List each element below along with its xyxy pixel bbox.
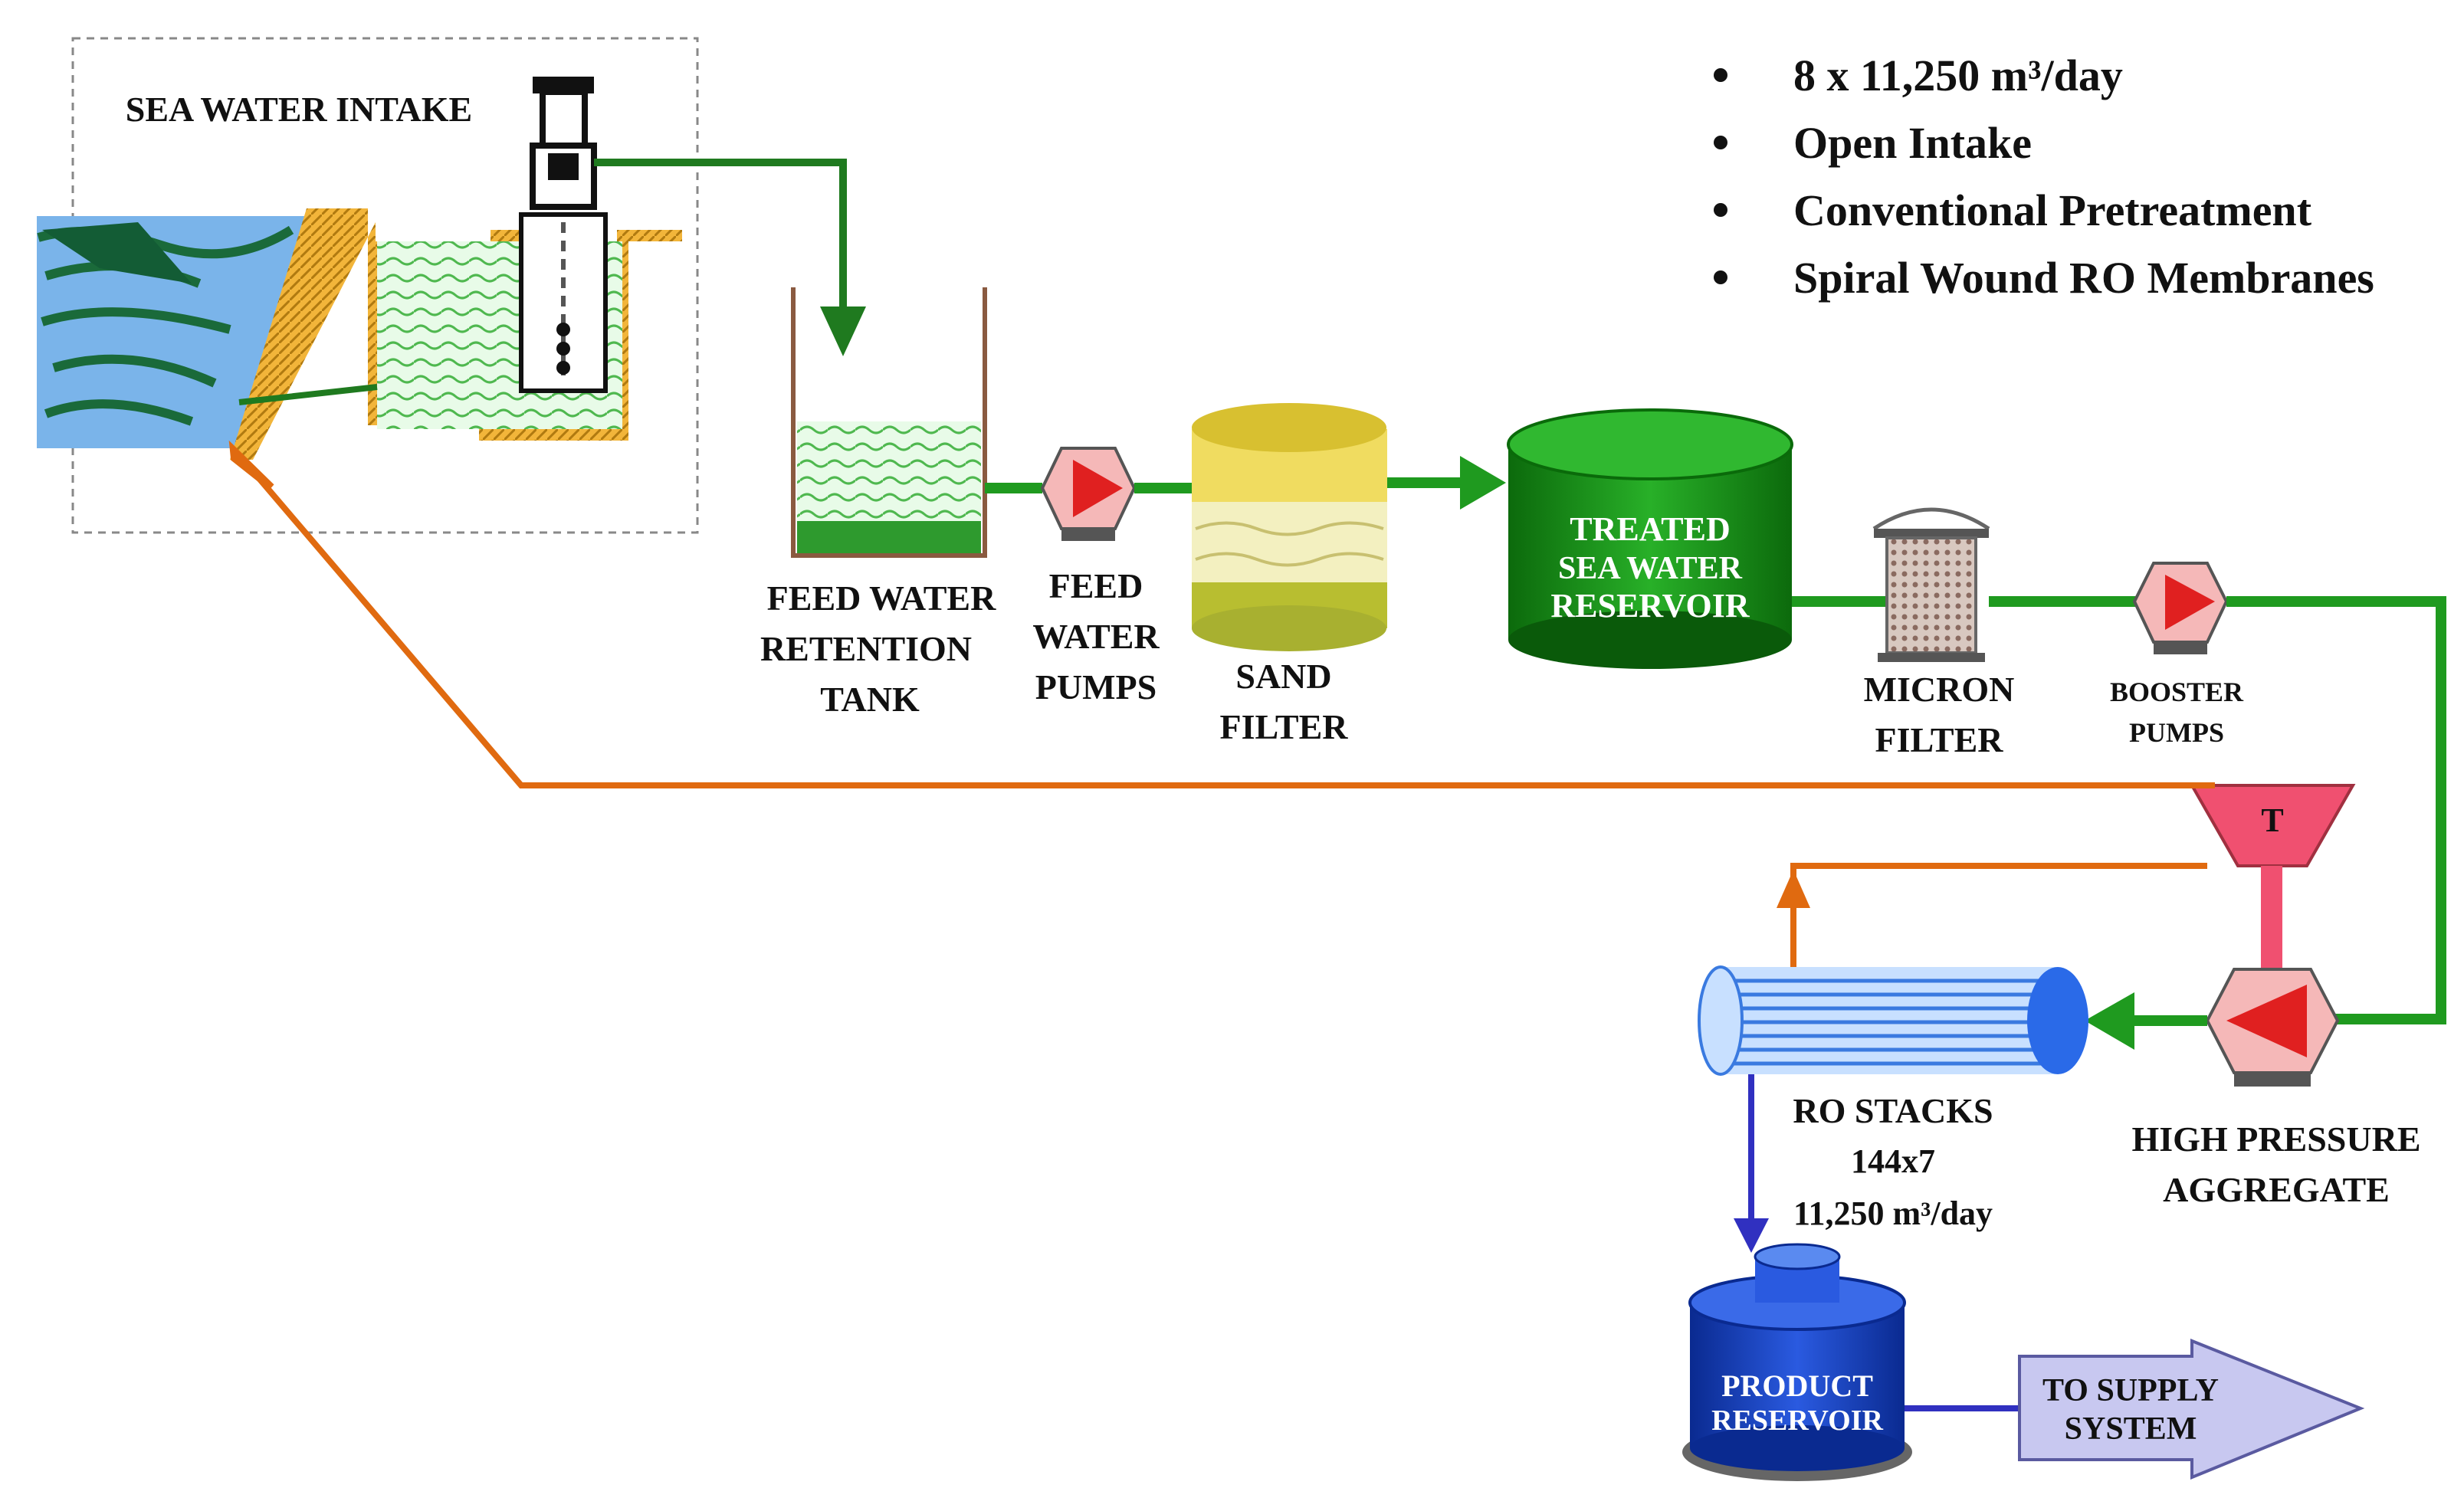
tank-sediment bbox=[797, 521, 981, 553]
arrow-icon bbox=[1734, 1218, 1769, 1253]
membrane-icon bbox=[1698, 965, 2088, 1076]
booster-pumps: BOOSTER PUMPS bbox=[2110, 562, 2244, 748]
ro-stacks-label-2: 144x7 bbox=[1851, 1142, 1935, 1180]
product-reservoir: PRODUCT RESERVOIR bbox=[1682, 1243, 1912, 1481]
to-supply-label-2: SYSTEM bbox=[2065, 1411, 2197, 1447]
bullet-capacity: 8 x 11,250 m³/day bbox=[1793, 51, 2123, 100]
product-reservoir-label-1: PRODUCT bbox=[1721, 1369, 1873, 1403]
reservoir-label-3: RESERVOIR bbox=[1550, 587, 1750, 624]
tank-icon bbox=[1682, 1243, 1912, 1481]
ro-stacks-label-1: RO STACKS bbox=[1793, 1091, 1993, 1130]
sea bbox=[37, 216, 310, 448]
sand-filter-label-1: SAND bbox=[1235, 657, 1331, 696]
product-reservoir-label-2: RESERVOIR bbox=[1711, 1405, 1883, 1437]
high-pressure-aggregate: HIGH PRESSURE AGGREGATE bbox=[2131, 968, 2421, 1209]
to-supply-label-1: TO SUPPLY bbox=[2042, 1373, 2219, 1408]
feed-pumps-label-3: PUMPS bbox=[1035, 667, 1157, 706]
arrow-icon bbox=[2018, 1339, 2365, 1480]
arrow-icon bbox=[228, 440, 274, 490]
ro-stacks-label-3: 11,250 m³/day bbox=[1793, 1195, 1993, 1232]
micron-filter-label-2: FILTER bbox=[1875, 720, 2003, 759]
tank-icon bbox=[791, 287, 987, 558]
micron-filter-label-1: MICRON bbox=[1864, 670, 2015, 709]
spec-bullets: 8 x 11,250 m³/day Open Intake Convention… bbox=[1714, 51, 2374, 303]
filter-icon bbox=[1192, 403, 1387, 651]
sea-water-intake: SEA WATER INTAKE bbox=[37, 37, 866, 534]
feed-line-6 bbox=[2226, 596, 2446, 1024]
treated-sea-water-reservoir: TREATED SEA WATER RESERVOIR bbox=[1507, 408, 1793, 669]
intake-pump-icon bbox=[519, 77, 608, 393]
turbine-shaft bbox=[2261, 866, 2282, 973]
pump-icon bbox=[1040, 447, 1137, 541]
turbine-label: T bbox=[2261, 801, 2283, 839]
pump-icon bbox=[2205, 968, 2340, 1087]
bullet-intake: Open Intake bbox=[1793, 118, 2032, 168]
feed-pumps-label-2: WATER bbox=[1032, 617, 1160, 656]
bullet-pretreatment: Conventional Pretreatment bbox=[1793, 185, 2312, 235]
high-pressure-label-2: AGGREGATE bbox=[2163, 1170, 2390, 1209]
ro-stacks: RO STACKS 144x7 11,250 m³/day bbox=[1698, 965, 2088, 1232]
feed-tank-label-1: FEED WATER bbox=[767, 579, 996, 618]
reservoir-label-2: SEA WATER bbox=[1558, 551, 1743, 586]
brine-line-return bbox=[250, 469, 2215, 788]
seaweed bbox=[42, 222, 192, 284]
to-supply-system: TO SUPPLY SYSTEM bbox=[2018, 1339, 2365, 1480]
booster-pumps-label-2: PUMPS bbox=[2129, 717, 2224, 748]
feed-water-pumps: FEED WATER PUMPS bbox=[1032, 447, 1160, 706]
booster-pumps-label-1: BOOSTER bbox=[2110, 677, 2244, 707]
micron-filter: MICRON FILTER bbox=[1864, 507, 2015, 759]
reservoir-label-1: TREATED bbox=[1570, 510, 1730, 548]
intake-pipe bbox=[238, 384, 378, 405]
arrow-icon bbox=[1777, 870, 1810, 908]
brine-line-up bbox=[1790, 863, 2207, 967]
filter-icon bbox=[1872, 507, 1990, 662]
arrow-icon bbox=[1460, 456, 1506, 510]
pump-icon bbox=[2132, 562, 2229, 654]
arrow-icon bbox=[820, 306, 866, 356]
feed-tank-label-3: TANK bbox=[820, 680, 920, 719]
sand-filter: SAND FILTER bbox=[1192, 403, 1387, 746]
tank-icon bbox=[1507, 408, 1793, 669]
sand-filter-label-2: FILTER bbox=[1219, 707, 1348, 746]
energy-recovery-turbine: T bbox=[2189, 784, 2356, 973]
sea-water-intake-label: SEA WATER INTAKE bbox=[126, 90, 472, 129]
arrow-icon bbox=[2085, 992, 2134, 1050]
turbine-icon bbox=[2189, 784, 2356, 867]
bullet-membranes: Spiral Wound RO Membranes bbox=[1793, 253, 2374, 303]
feed-tank-label-2: RETENTION bbox=[760, 629, 972, 668]
brine-return bbox=[228, 440, 2215, 967]
feed-water-retention-tank: FEED WATER RETENTION TANK bbox=[760, 287, 996, 719]
high-pressure-label-1: HIGH PRESSURE bbox=[2131, 1119, 2420, 1159]
intake-to-tank-line bbox=[594, 159, 847, 306]
feed-pumps-label-1: FEED bbox=[1049, 566, 1143, 605]
